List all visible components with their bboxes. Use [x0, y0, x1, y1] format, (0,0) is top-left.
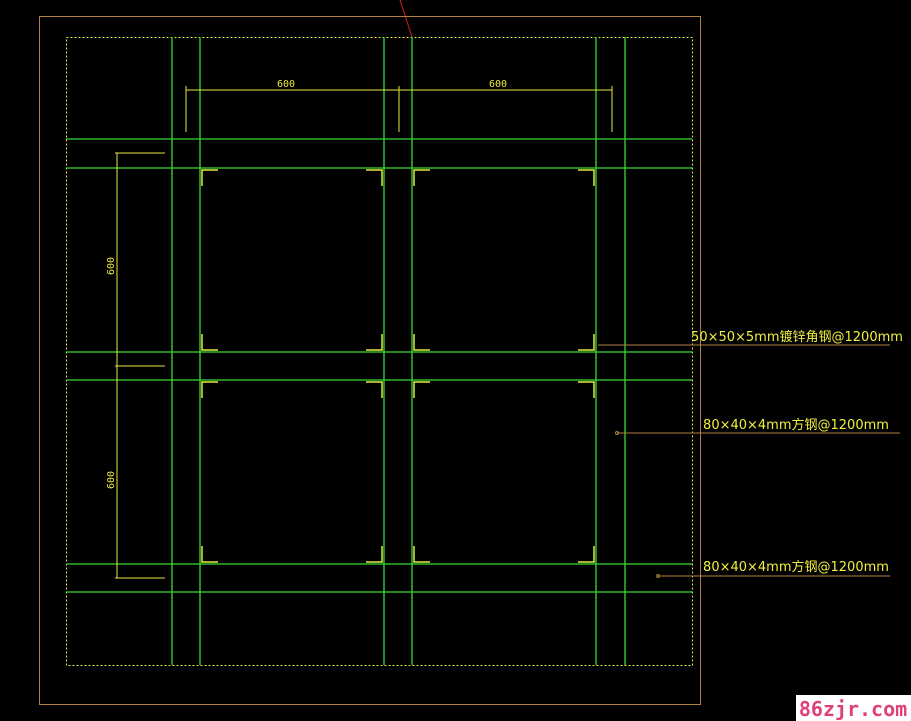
angle-bracket: [366, 381, 383, 398]
angle-bracket: [578, 546, 595, 563]
angle-bracket: [413, 546, 430, 563]
angle-bracket: [366, 169, 383, 186]
annotation-square-steel: 80×40×4mm方钢@1200mm: [703, 559, 889, 575]
dimension-label: 600: [277, 79, 295, 90]
angle-bracket: [413, 381, 430, 398]
watermark-background: [796, 695, 911, 721]
angle-bracket: [366, 546, 383, 563]
angle-bracket: [578, 381, 595, 398]
angle-steel-brackets: [201, 169, 595, 563]
section-line: [399, 0, 413, 38]
angle-bracket: [201, 546, 218, 563]
watermark: 86zjr.com: [799, 697, 907, 721]
annotation-square-steel: 80×40×4mm方钢@1200mm: [703, 417, 889, 433]
angle-bracket: [201, 334, 218, 351]
angle-bracket: [366, 334, 383, 351]
leader-lines: [598, 344, 900, 578]
angle-bracket: [413, 169, 430, 186]
angle-bracket: [201, 381, 218, 398]
top-dimension: [185, 86, 613, 132]
steel-grid: [66, 37, 692, 665]
annotation-angle-steel: 50×50×5mm镀锌角钢@1200mm: [691, 329, 903, 345]
angle-bracket: [413, 334, 430, 351]
dimension-label: 600: [489, 79, 507, 90]
dimension-label: 600: [106, 257, 117, 275]
outer-border: [39, 16, 701, 705]
angle-bracket: [578, 169, 595, 186]
angle-bracket: [201, 169, 218, 186]
dimension-label: 600: [106, 471, 117, 489]
left-dimension: [115, 152, 165, 579]
angle-bracket: [578, 334, 595, 351]
